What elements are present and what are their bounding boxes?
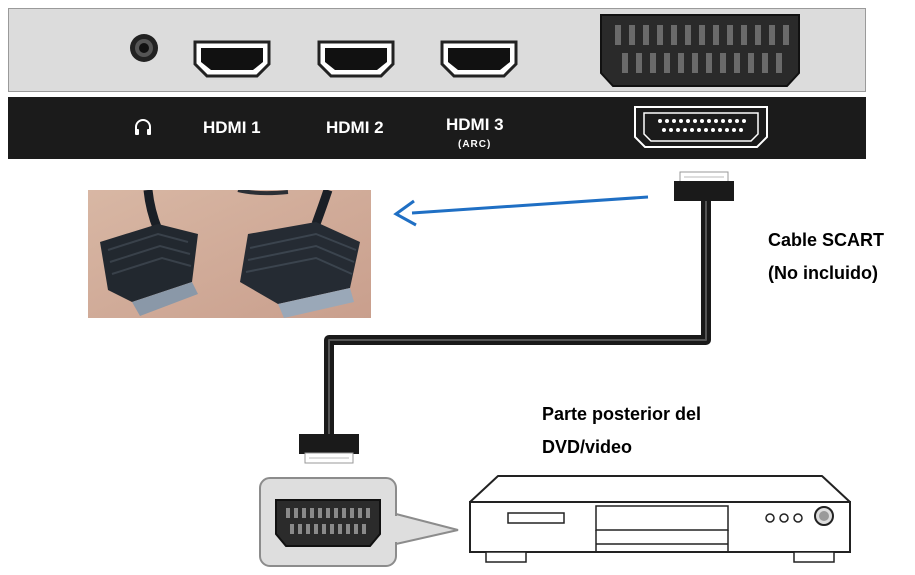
cable-caption-line-1: Cable SCART	[768, 224, 884, 257]
dvd-scart-port-callout	[258, 474, 478, 575]
scart-cable-photo	[88, 190, 371, 318]
cable-caption: Cable SCART (No incluido)	[768, 224, 884, 290]
device-caption-line-1: Parte posterior del	[542, 398, 701, 431]
device-caption: Parte posterior del DVD/video	[542, 398, 701, 464]
cable-caption-line-2: (No incluido)	[768, 257, 884, 290]
device-caption-line-2: DVD/video	[542, 431, 701, 464]
dvd-player	[468, 474, 852, 571]
